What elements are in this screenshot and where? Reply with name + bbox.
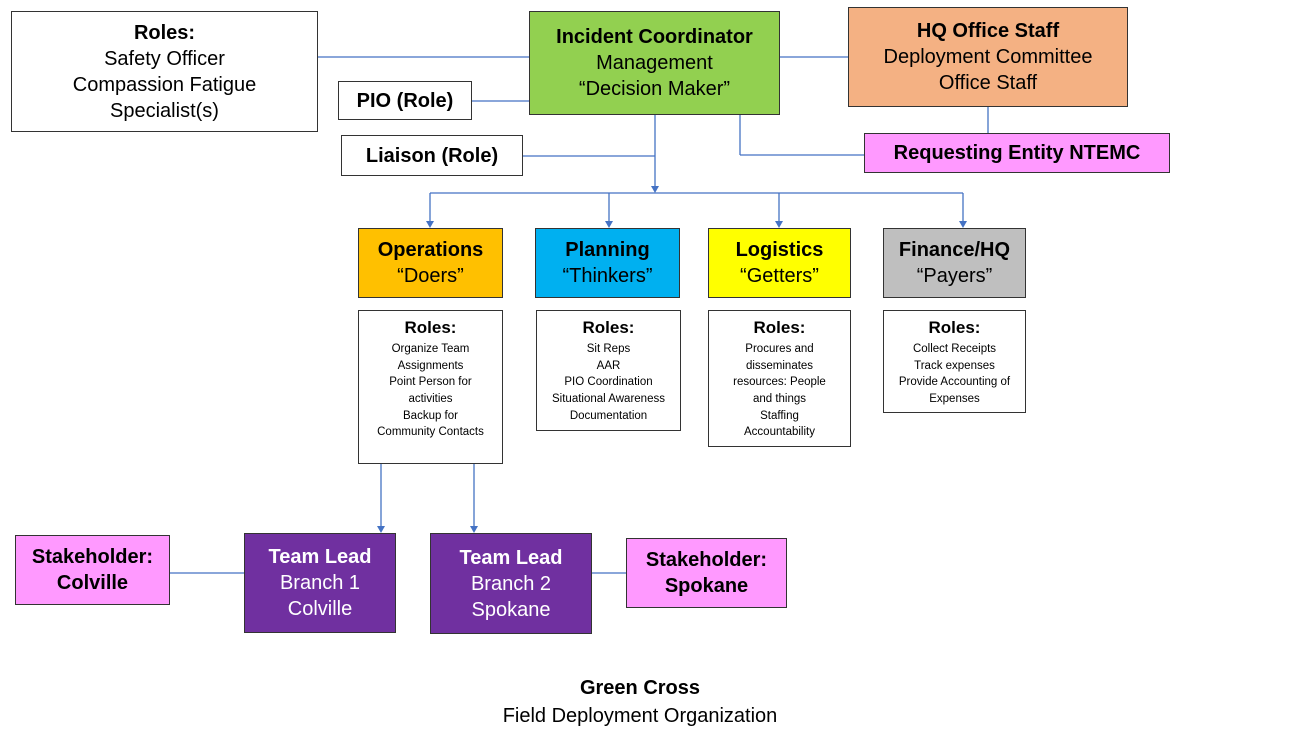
role-item: Situational Awareness [552,393,665,406]
role-item: PIO Coordination [564,376,653,389]
team-lead-title: Team Lead [268,546,372,568]
role-item: Organize Team [391,343,470,356]
team-lead-branch-2: Team Lead Branch 2 Spokane [430,533,592,634]
team-lead-branch-1: Team Lead Branch 1 Colville [244,533,396,633]
section-operations: Operations “Doers” [358,228,503,298]
role-item: Accountability [744,426,815,439]
roles-box-line: Compassion Fatigue [72,73,257,96]
incident-coordinator-line: Management [596,52,713,74]
hq-office-title: HQ Office Staff [916,20,1060,42]
team-lead-line: Branch 1 [279,572,361,594]
stakeholder-title: Stakeholder: [645,549,768,571]
operations-roles-box: Roles: Organize Team Assignments Point P… [358,310,503,464]
role-item: Documentation [569,409,648,422]
roles-box-line: Safety Officer [104,47,225,70]
section-finance: Finance/HQ “Payers” [883,228,1026,298]
role-item: activities [408,393,453,406]
role-item: Collect Receipts [912,343,997,356]
hq-office-line: Office Staff [938,72,1038,94]
liaison-box: Liaison (Role) [341,135,523,176]
roles-title: Roles: [582,318,635,337]
hq-office-line: Deployment Committee [883,46,1093,68]
planning-roles-box: Roles: Sit Reps AAR PIO Coordination Sit… [536,310,681,431]
roles-title: Roles: [753,318,806,337]
role-item: Assignments [397,359,464,372]
section-title: Finance/HQ [898,239,1011,261]
role-item: Community Contacts [377,426,484,439]
caption-subtitle: Field Deployment Organization [502,705,778,727]
roles-box-title: Roles: [133,21,196,44]
team-lead-line: Branch 2 [470,572,552,595]
role-item: disseminates [745,359,814,372]
roles-title: Roles: [928,318,981,337]
section-subtitle: “Getters” [740,265,819,287]
role-item: Backup for [403,409,458,422]
incident-coordinator-box: Incident Coordinator Management “Decisio… [529,11,780,115]
incident-coordinator-title: Incident Coordinator [556,26,753,48]
roles-title: Roles: [404,318,457,337]
incident-coordinator-line: “Decision Maker” [578,78,731,100]
logistics-roles-box: Roles: Procures and disseminates resourc… [708,310,851,447]
section-title: Operations [377,239,484,261]
liaison-label: Liaison (Role) [365,144,499,167]
roles-box-line: Specialist(s) [110,99,219,122]
roles-box: Roles: Safety Officer Compassion Fatigue… [11,11,318,132]
team-lead-line: Colville [287,598,353,620]
section-logistics: Logistics “Getters” [708,228,851,298]
section-title: Planning [565,239,650,261]
role-item: resources: People [733,376,826,389]
section-subtitle: “Doers” [397,265,464,287]
finance-roles-box: Roles: Collect Receipts Track expenses P… [883,310,1026,413]
stakeholder-title: Stakeholder: [31,546,154,568]
section-title: Logistics [735,239,824,261]
team-lead-line: Spokane [471,598,551,621]
role-item: Expenses [929,393,980,406]
pio-label: PIO (Role) [356,89,454,112]
role-item: and things [752,393,807,406]
role-item: Provide Accounting of [898,376,1011,389]
section-subtitle: “Thinkers” [562,265,653,287]
pio-box: PIO (Role) [338,81,472,120]
section-planning: Planning “Thinkers” [535,228,680,298]
role-item: Track expenses [914,359,995,372]
role-item: Procures and [745,343,814,356]
role-item: Staffing [760,409,799,422]
hq-office-box: HQ Office Staff Deployment Committee Off… [848,7,1128,107]
role-item: Point Person for [389,376,472,389]
requesting-entity-label: Requesting Entity NTEMC [893,142,1141,164]
team-lead-title: Team Lead [459,546,563,569]
stakeholder-name: Spokane [664,575,749,597]
role-item: AAR [596,359,621,372]
section-subtitle: “Payers” [916,265,993,287]
stakeholder-spokane: Stakeholder: Spokane [626,538,787,608]
stakeholder-colville: Stakeholder: Colville [15,535,170,605]
stakeholder-name: Colville [56,572,129,594]
caption-title: Green Cross [579,677,701,699]
role-item: Sit Reps [586,343,631,356]
requesting-entity-box: Requesting Entity NTEMC [864,133,1170,173]
